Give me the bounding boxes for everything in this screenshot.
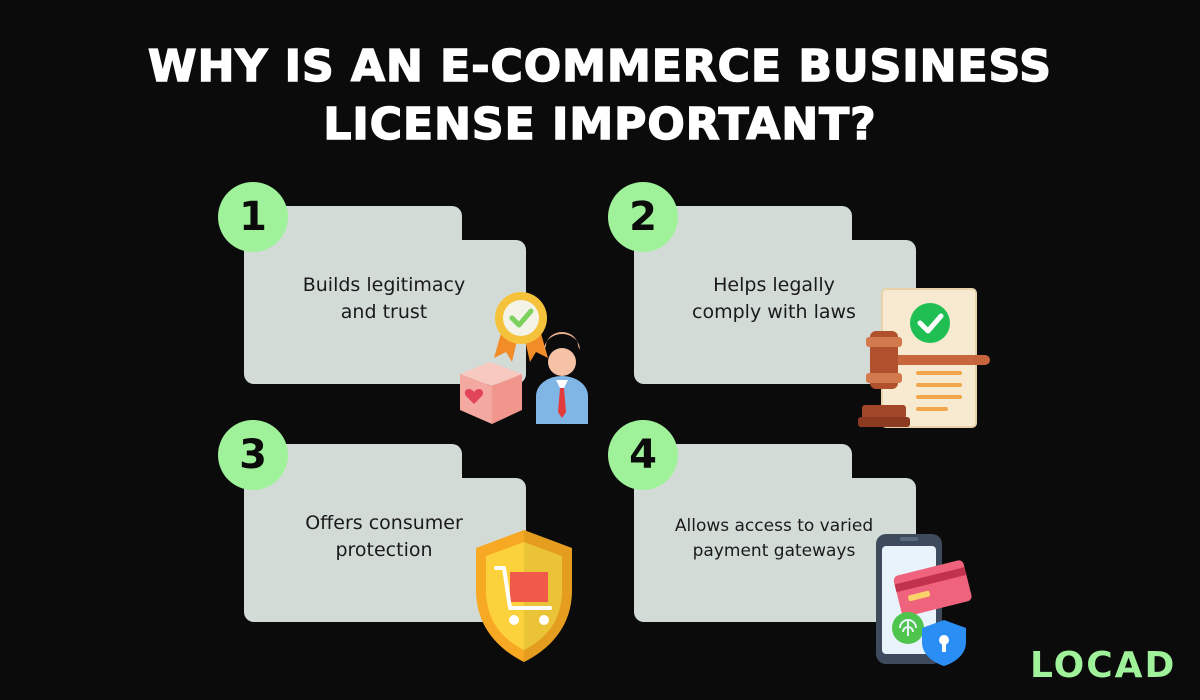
- card-legitimacy: Builds legitimacy and trust: [244, 206, 526, 384]
- certified-seller-icon: [460, 292, 588, 424]
- card-label: Offers consumer protection: [305, 512, 463, 561]
- card-label: Builds legitimacy and trust: [302, 274, 466, 323]
- step-number-1: 1: [218, 182, 288, 252]
- shield-cart-icon: [476, 530, 572, 662]
- page-title: WHY IS AN E-COMMERCE BUSINESS LICENSE IM…: [0, 38, 1200, 154]
- gavel-document-icon: [858, 288, 990, 428]
- locad-logo: LOCAD: [1030, 645, 1177, 686]
- title-line-2: LICENSE IMPORTANT?: [323, 98, 877, 151]
- step-number-2: 2: [608, 182, 678, 252]
- step-number-4: 4: [608, 420, 678, 490]
- card-label: Helps legally comply with laws: [692, 274, 856, 323]
- card-payment-gateways: Allows access to varied payment gateways: [634, 444, 916, 622]
- card-label: Allows access to varied payment gateways: [674, 516, 874, 561]
- phone-payment-icon: [876, 534, 972, 666]
- title-line-1: WHY IS AN E-COMMERCE BUSINESS: [147, 40, 1052, 93]
- step-number-3: 3: [218, 420, 288, 490]
